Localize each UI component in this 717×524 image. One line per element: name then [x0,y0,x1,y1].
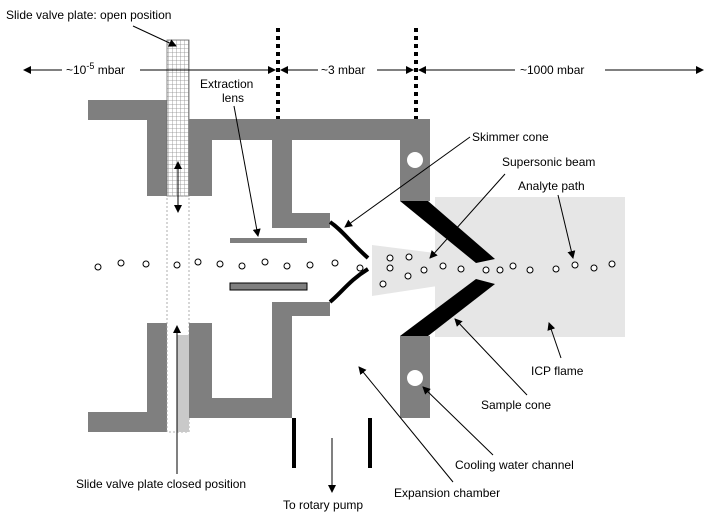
leader-sample-cone [454,318,528,396]
label-analyte-path: Analyte path [518,179,585,193]
leader-extraction-lens [233,105,261,237]
analyte-particles [94,253,616,288]
leader-icp-flame [547,322,562,359]
valve-upper-wall [88,100,167,196]
supersonic-beam-region [372,245,490,296]
label-icp-flame: ICP flame [531,364,584,378]
sample-cone-upper [400,201,495,263]
leader-supersonic-beam [429,173,506,259]
extraction-lens-upper [230,238,307,243]
label-pressure-low-exp: -5 [86,61,94,71]
valve-lower-wall [88,323,167,432]
label-expansion-chamber: Expansion chamber [394,486,500,500]
skimmer-cone-lower [328,267,370,304]
label-rotary-pump: To rotary pump [283,498,363,512]
leader-skimmer-cone [344,136,471,228]
label-slide-open: Slide valve plate: open position [6,8,171,22]
label-pressure-high: ~1000 mbar [520,63,584,77]
label-pressure-low-unit: mbar [94,63,125,77]
label-pressure-mid: ~3 mbar [321,63,365,77]
label-cooling-water: Cooling water channel [455,458,574,472]
extraction-lens-lower [229,282,308,291]
skimmer-cone-upper [328,220,370,260]
sample-cone-lower [400,279,495,336]
cooling-channel-upper [407,152,423,168]
label-skimmer-cone: Skimmer cone [472,130,549,144]
cooling-channel-lower [407,370,423,386]
label-pressure-low: ~10-5 mbar [66,61,125,77]
label-sample-cone: Sample cone [481,398,551,412]
label-extraction-lens-2: lens [222,91,244,105]
leader-expansion-chamber [358,366,454,483]
slide-valve-plate-closed [177,335,189,432]
leader-analyte-path [557,194,576,259]
chamber-lower-wall [189,302,330,418]
label-extraction-lens-1: Extraction [200,77,253,91]
label-supersonic-beam: Supersonic beam [502,155,595,169]
leader-cooling-water [422,386,494,456]
label-pressure-low-prefix: ~10 [66,63,87,77]
chamber-upper-wall [189,119,430,228]
label-slide-closed: Slide valve plate closed position [76,477,246,491]
leader-slide-open [132,25,177,47]
